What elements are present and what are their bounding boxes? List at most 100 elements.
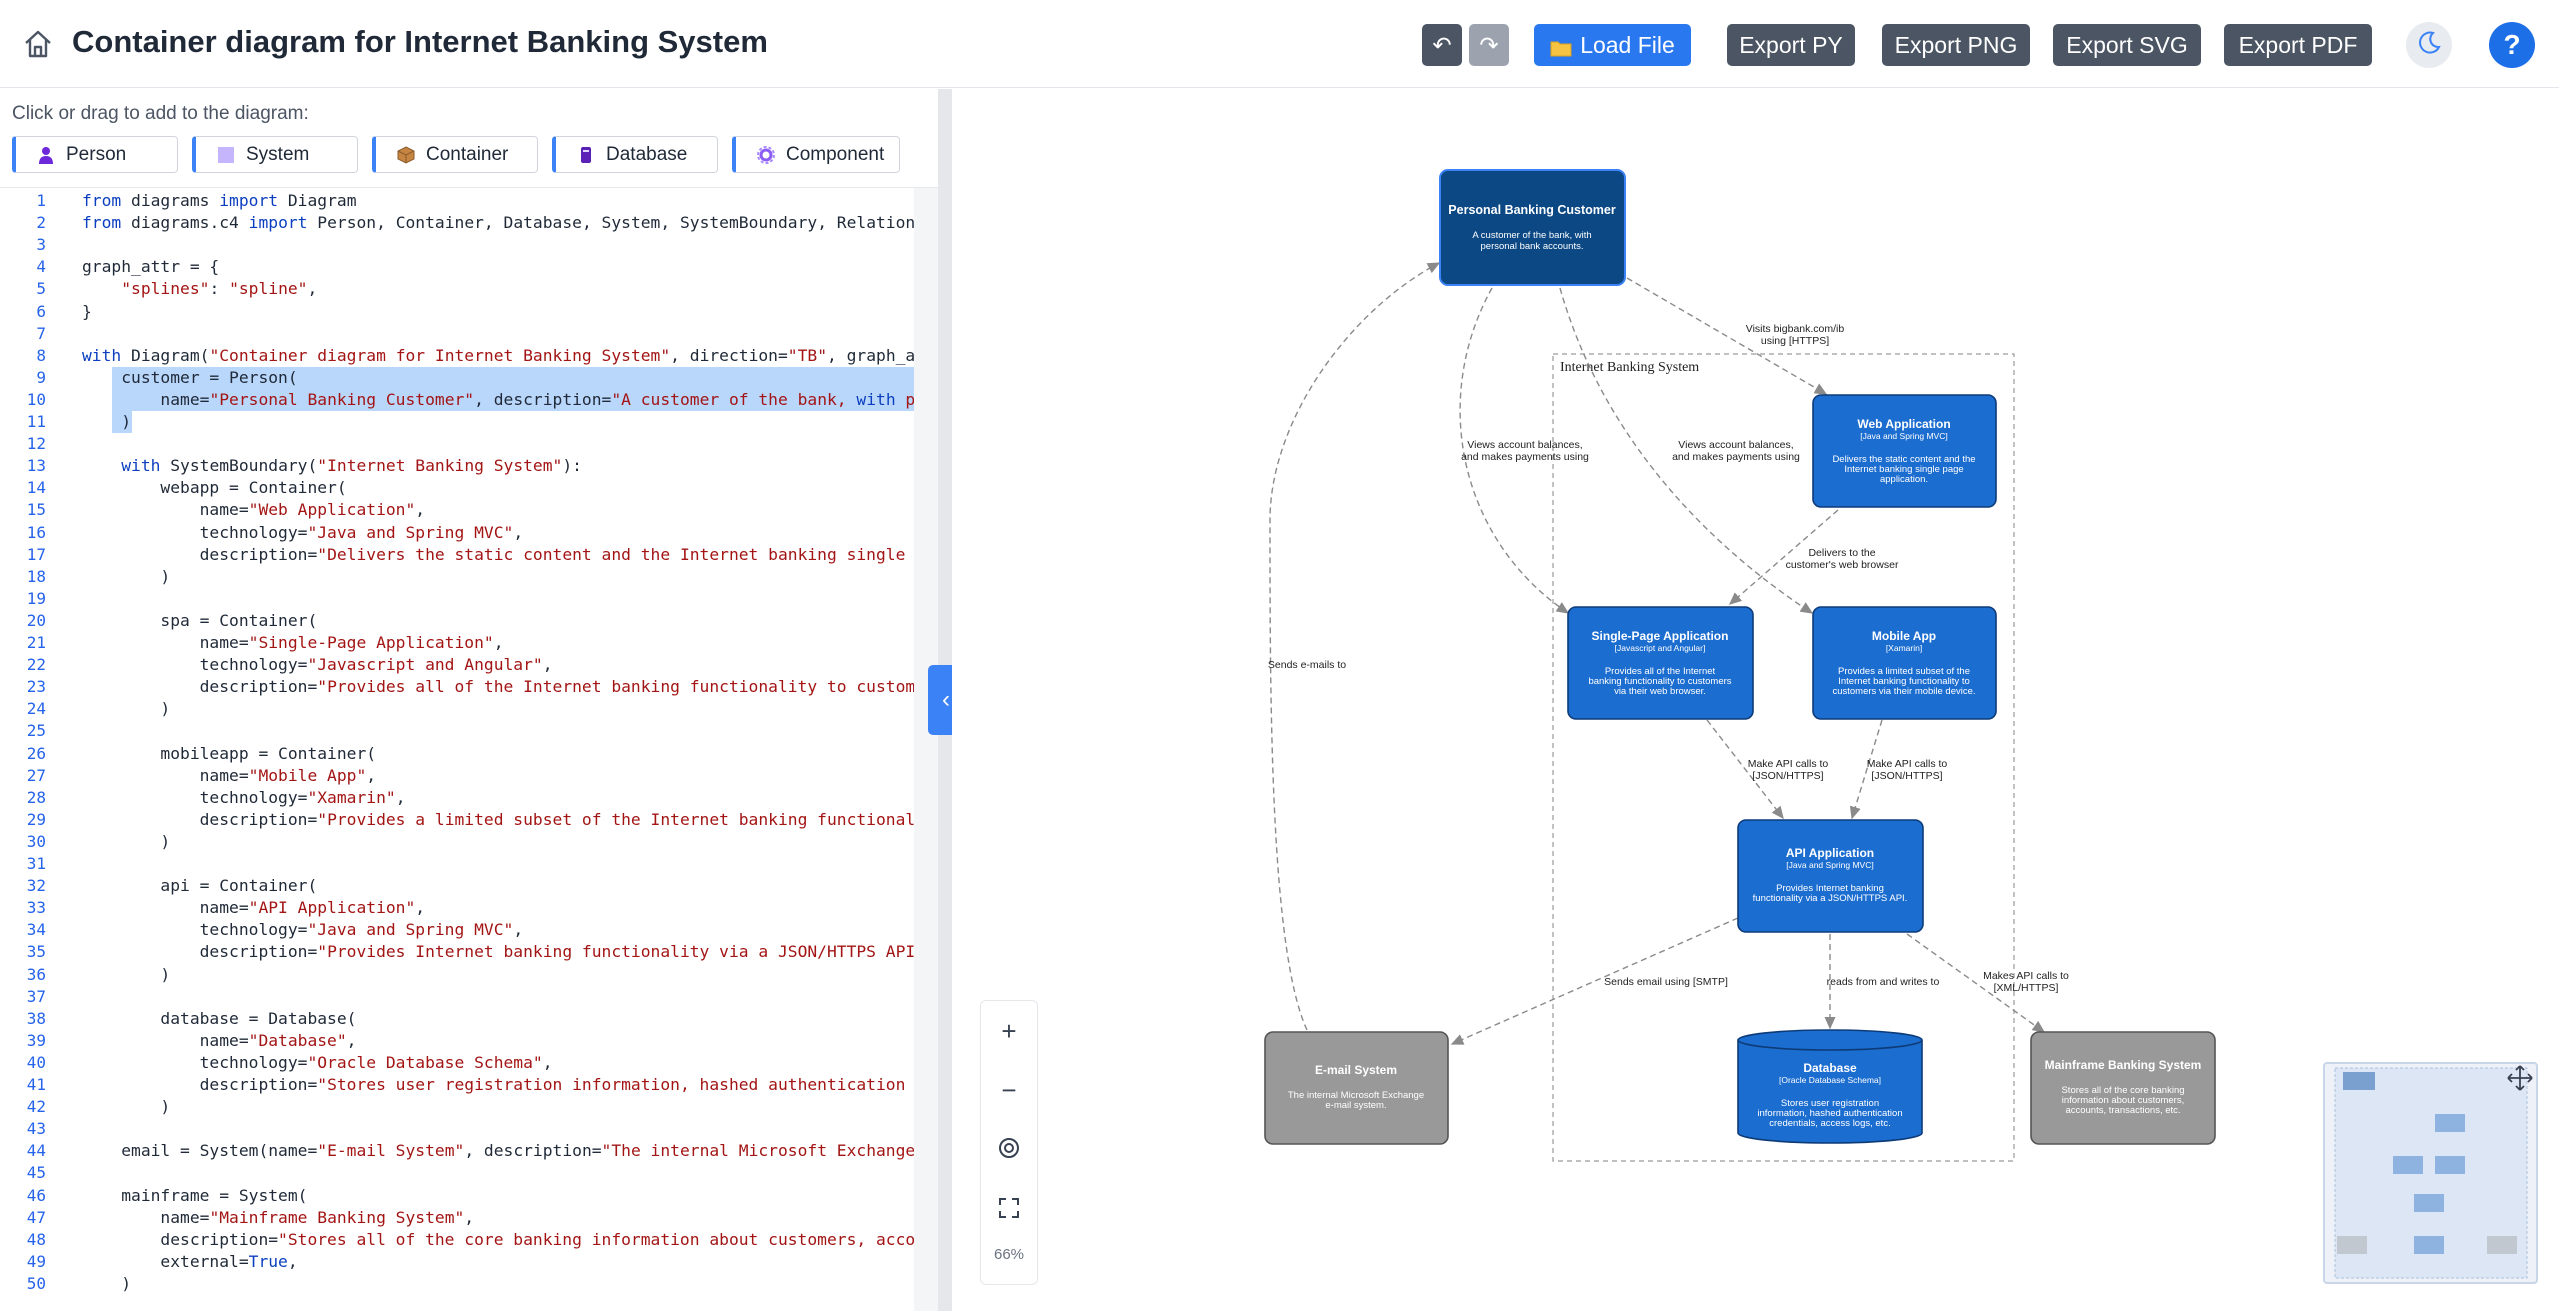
help-button[interactable]: ? — [2489, 22, 2535, 68]
zoom-controls: + − 66% — [980, 1000, 1038, 1285]
line-number: 1 — [0, 190, 46, 212]
node-mainframe[interactable]: Mainframe Banking System Stores all of t… — [2031, 1032, 2215, 1144]
code-line: description="Provides all of the Interne… — [82, 676, 938, 698]
fullscreen-icon — [998, 1195, 1020, 1226]
node-spa[interactable]: Single-Page Application [Javascript and … — [1568, 607, 1753, 719]
target-icon — [998, 1135, 1020, 1166]
line-number: 22 — [0, 654, 46, 676]
palette-item-database[interactable]: Database — [552, 136, 718, 173]
fullscreen-button[interactable] — [981, 1182, 1037, 1238]
node-email[interactable]: E-mail System The internal Microsoft Exc… — [1265, 1032, 1448, 1144]
code-line: description="Stores all of the core bank… — [82, 1229, 938, 1251]
line-number: 10 — [0, 389, 46, 411]
theme-toggle-button[interactable] — [2406, 22, 2452, 68]
moon-icon — [2416, 30, 2442, 61]
node-customer[interactable]: Personal Banking Customer A customer of … — [1440, 170, 1625, 285]
line-number: 34 — [0, 919, 46, 941]
code-line: description="Provides Internet banking f… — [82, 941, 938, 963]
code-line — [82, 1118, 938, 1140]
edge-label: [JSON/HTTPS] — [1752, 770, 1823, 782]
line-number: 3 — [0, 234, 46, 256]
minimap[interactable] — [2323, 1062, 2538, 1284]
code-line: ) — [82, 698, 938, 720]
node-database[interactable]: Database [Oracle Database Schema] Stores… — [1738, 1030, 1922, 1143]
diagram-canvas[interactable]: Internet Banking System Visits bigbank.c… — [952, 89, 2559, 1311]
palette-item-system[interactable]: System — [192, 136, 358, 173]
line-number: 9 — [0, 367, 46, 389]
code-line: technology="Oracle Database Schema", — [82, 1052, 938, 1074]
boundary-label: Internet Banking System — [1560, 360, 1699, 375]
line-number: 33 — [0, 897, 46, 919]
node-mobile[interactable]: Mobile App [Xamarin] Provides a limited … — [1813, 607, 1996, 719]
line-number: 32 — [0, 875, 46, 897]
code-line: spa = Container( — [82, 610, 938, 632]
fit-view-button[interactable] — [981, 1122, 1037, 1178]
node-webapp[interactable]: Web Application [Java and Spring MVC] De… — [1813, 395, 1996, 507]
edge-label: [JSON/HTTPS] — [1871, 770, 1942, 782]
redo-button[interactable]: ↷ — [1469, 24, 1509, 66]
line-number: 19 — [0, 588, 46, 610]
edge-label: Visits bigbank.com/ib — [1746, 323, 1845, 335]
export-pdf-button[interactable]: Export PDF — [2224, 24, 2372, 66]
palette-item-container[interactable]: Container — [372, 136, 538, 173]
code-line: external=True, — [82, 1251, 938, 1273]
node-title: Database — [1803, 1061, 1857, 1075]
database-icon — [576, 145, 596, 165]
palette-item-component[interactable]: Component — [732, 136, 900, 173]
line-number: 16 — [0, 522, 46, 544]
code-line: name="Database", — [82, 1030, 938, 1052]
code-line: name="Single-Page Application", — [82, 632, 938, 654]
line-number: 12 — [0, 433, 46, 455]
code-line: from diagrams import Diagram — [82, 190, 938, 212]
code-line: "splines": "spline", — [82, 278, 938, 300]
code-line: ) — [82, 964, 938, 986]
node-desc: functionality via a JSON/HTTPS API. — [1753, 893, 1908, 904]
line-number: 50 — [0, 1273, 46, 1295]
code-line: with Diagram("Container diagram for Inte… — [82, 345, 938, 367]
node-api[interactable]: API Application [Java and Spring MVC] Pr… — [1738, 820, 1923, 932]
code-editor[interactable]: 1234567891011121314151617181920212223242… — [0, 187, 938, 1311]
code-line: name="Web Application", — [82, 499, 938, 521]
zoom-in-button[interactable]: + — [981, 1003, 1037, 1059]
code-line: with SystemBoundary("Internet Banking Sy… — [82, 455, 938, 477]
palette-item-person[interactable]: Person — [12, 136, 178, 173]
edge-label: reads from and writes to — [1827, 976, 1940, 988]
code-line: name="Mobile App", — [82, 765, 938, 787]
zoom-out-button[interactable]: − — [981, 1062, 1037, 1118]
edge-label: Make API calls to — [1867, 758, 1948, 770]
undo-button[interactable]: ↶ — [1422, 24, 1462, 66]
edge-label: Make API calls to — [1748, 758, 1829, 770]
line-number: 26 — [0, 743, 46, 765]
move-icon[interactable] — [2506, 1064, 2534, 1092]
editor-scrollbar[interactable] — [914, 188, 938, 1311]
code-line: ) — [82, 566, 938, 588]
line-number: 41 — [0, 1074, 46, 1096]
component-icon — [756, 145, 776, 165]
load-file-button[interactable]: Load File — [1534, 24, 1691, 66]
node-desc: credentials, access logs, etc. — [1769, 1118, 1890, 1129]
line-number: 47 — [0, 1207, 46, 1229]
line-number: 36 — [0, 964, 46, 986]
line-number: 38 — [0, 1008, 46, 1030]
line-number: 14 — [0, 477, 46, 499]
line-number: 11 — [0, 411, 46, 433]
export-py-button[interactable]: Export PY — [1727, 24, 1855, 66]
person-icon — [36, 145, 56, 165]
line-number: 43 — [0, 1118, 46, 1140]
zoom-level: 66% — [981, 1246, 1037, 1263]
code-line: technology="Xamarin", — [82, 787, 938, 809]
export-png-button[interactable]: Export PNG — [1882, 24, 2030, 66]
code-area[interactable]: from diagrams import Diagramfrom diagram… — [62, 188, 938, 1311]
node-title: Single-Page Application — [1592, 629, 1729, 643]
code-line: technology="Java and Spring MVC", — [82, 522, 938, 544]
code-line — [82, 433, 938, 455]
export-svg-button[interactable]: Export SVG — [2053, 24, 2201, 66]
code-line: ) — [82, 1096, 938, 1118]
code-line: ) — [82, 831, 938, 853]
app-header: Container diagram for Internet Banking S… — [0, 0, 2559, 88]
palette-label: System — [246, 144, 309, 166]
node-desc: e-mail system. — [1325, 1100, 1386, 1111]
home-icon[interactable] — [22, 28, 54, 60]
line-number: 45 — [0, 1162, 46, 1184]
line-number: 48 — [0, 1229, 46, 1251]
